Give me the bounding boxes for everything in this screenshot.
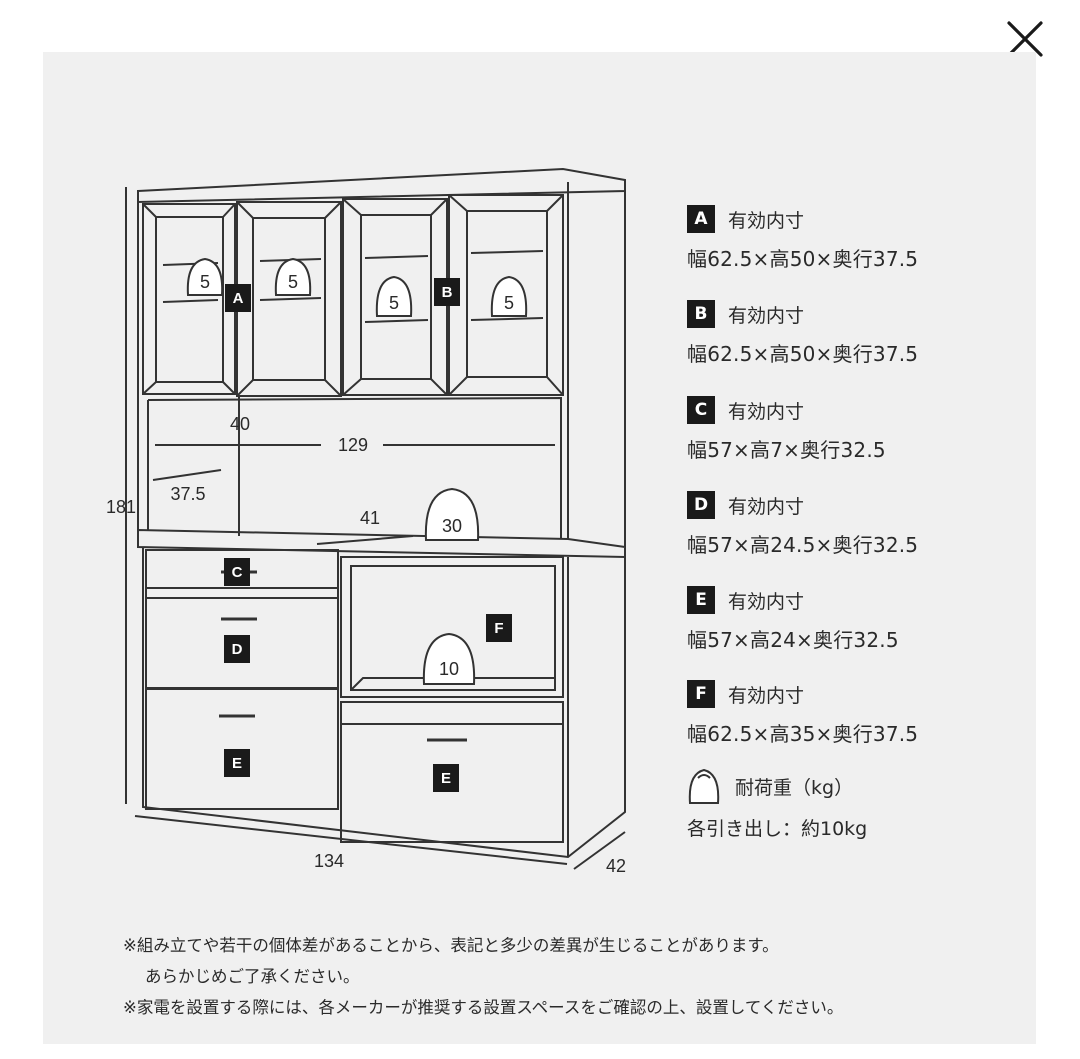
spec-dims: 幅62.5×高50×奥行37.5	[687, 342, 919, 366]
spec-dims: 幅57×高7×奥行32.5	[687, 438, 886, 462]
label-a: A	[233, 290, 244, 307]
spec-title: 有効内寸	[728, 209, 805, 232]
weight-icon	[186, 257, 224, 296]
spec-badge: C	[687, 396, 715, 424]
compartment-badges	[224, 278, 512, 792]
label-e-left: E	[232, 755, 242, 772]
label-c: C	[232, 564, 243, 581]
product-dimension-panel: A B C D E E F 5 5 5 5 30 10 181	[43, 52, 1036, 1044]
spec-dims: 幅57×高24×奥行32.5	[687, 628, 899, 652]
spec-b: B 有効内寸 幅62.5×高50×奥行37.5	[687, 300, 918, 367]
spec-d: D 有効内寸 幅57×高24.5×奥行32.5	[687, 491, 918, 558]
label-d: D	[232, 641, 243, 658]
load-capacity-legend: 耐荷重（kg） 各引き出し：約10kg	[687, 766, 867, 841]
spec-dims: 幅62.5×高35×奥行37.5	[687, 722, 919, 746]
weight-icon	[274, 257, 312, 296]
label-b: B	[442, 284, 453, 301]
counter-top	[137, 528, 626, 559]
depth-dimension-line	[573, 831, 626, 870]
close-icon[interactable]	[1004, 18, 1046, 60]
spec-title: 有効内寸	[728, 590, 805, 613]
weight-open-space: 10	[439, 659, 459, 679]
spec-dims: 幅57×高24.5×奥行32.5	[687, 533, 919, 557]
spec-dims: 幅62.5×高50×奥行37.5	[687, 247, 919, 271]
spec-badge: B	[687, 300, 715, 328]
spec-title: 有効内寸	[728, 400, 805, 423]
spec-title: 有効内寸	[728, 304, 805, 327]
spec-e: E 有効内寸 幅57×高24×奥行32.5	[687, 586, 899, 653]
spec-f: F 有効内寸 幅62.5×高35×奥行37.5	[687, 680, 918, 747]
spec-title: 有効内寸	[728, 495, 805, 518]
weight-shelf-2: 5	[288, 272, 298, 292]
dim-inner-width: 129	[338, 435, 368, 455]
upper-cabinet	[137, 182, 626, 547]
counter-depth-line	[152, 469, 222, 481]
spec-c: C 有効内寸 幅57×高7×奥行32.5	[687, 396, 886, 463]
disclaimer-notes: ※組み立てや若干の個体差があることから、表記と多少の差異が生じることがあります。…	[123, 930, 843, 1023]
drawer-c	[145, 549, 339, 599]
spec-a: A 有効内寸 幅62.5×高50×奥行37.5	[687, 205, 918, 272]
spec-badge: F	[687, 680, 715, 708]
note-line: ※組み立てや若干の個体差があることから、表記と多少の差異が生じることがあります。	[123, 936, 779, 955]
weight-shelf-4: 5	[504, 293, 514, 313]
dim-width: 134	[314, 851, 344, 871]
weight-shelf-1: 5	[200, 272, 210, 292]
dim-counter-gap: 41	[360, 508, 380, 528]
spec-badge: A	[687, 205, 715, 233]
cupboard-diagram: A B C D E E F 5 5 5 5 30 10 181	[106, 167, 626, 876]
note-line: あらかじめご了承ください。	[145, 967, 360, 986]
weight-icon	[688, 768, 720, 804]
dim-counter-height: 40	[230, 414, 250, 434]
spec-badge: D	[687, 491, 715, 519]
top-board	[137, 167, 626, 204]
dim-depth: 42	[606, 856, 626, 876]
weight-icon	[490, 275, 528, 317]
spec-badge: E	[687, 586, 715, 614]
counter-gap-line	[316, 535, 414, 545]
dim-counter-depth: 37.5	[170, 484, 205, 504]
open-space-f	[340, 556, 564, 698]
label-e-right: E	[441, 770, 451, 787]
label-f: F	[494, 620, 503, 637]
weight-icon	[424, 487, 480, 541]
drawer-e-left	[145, 688, 339, 810]
counter-back	[147, 396, 562, 552]
weight-icon	[422, 632, 476, 685]
drawer-load-note: 各引き出し：約10kg	[687, 818, 868, 840]
dim-height: 181	[106, 497, 136, 517]
weight-counter: 30	[442, 516, 462, 536]
note-line: ※家電を設置する際には、各メーカーが推奨する設置スペースをご確認の上、設置してく…	[123, 998, 844, 1017]
weight-shelf-3: 5	[389, 293, 399, 313]
weight-icon	[375, 275, 413, 317]
legend-label: 耐荷重（kg）	[735, 776, 854, 799]
width-dimension-line	[134, 815, 568, 865]
spec-title: 有効内寸	[728, 684, 805, 707]
